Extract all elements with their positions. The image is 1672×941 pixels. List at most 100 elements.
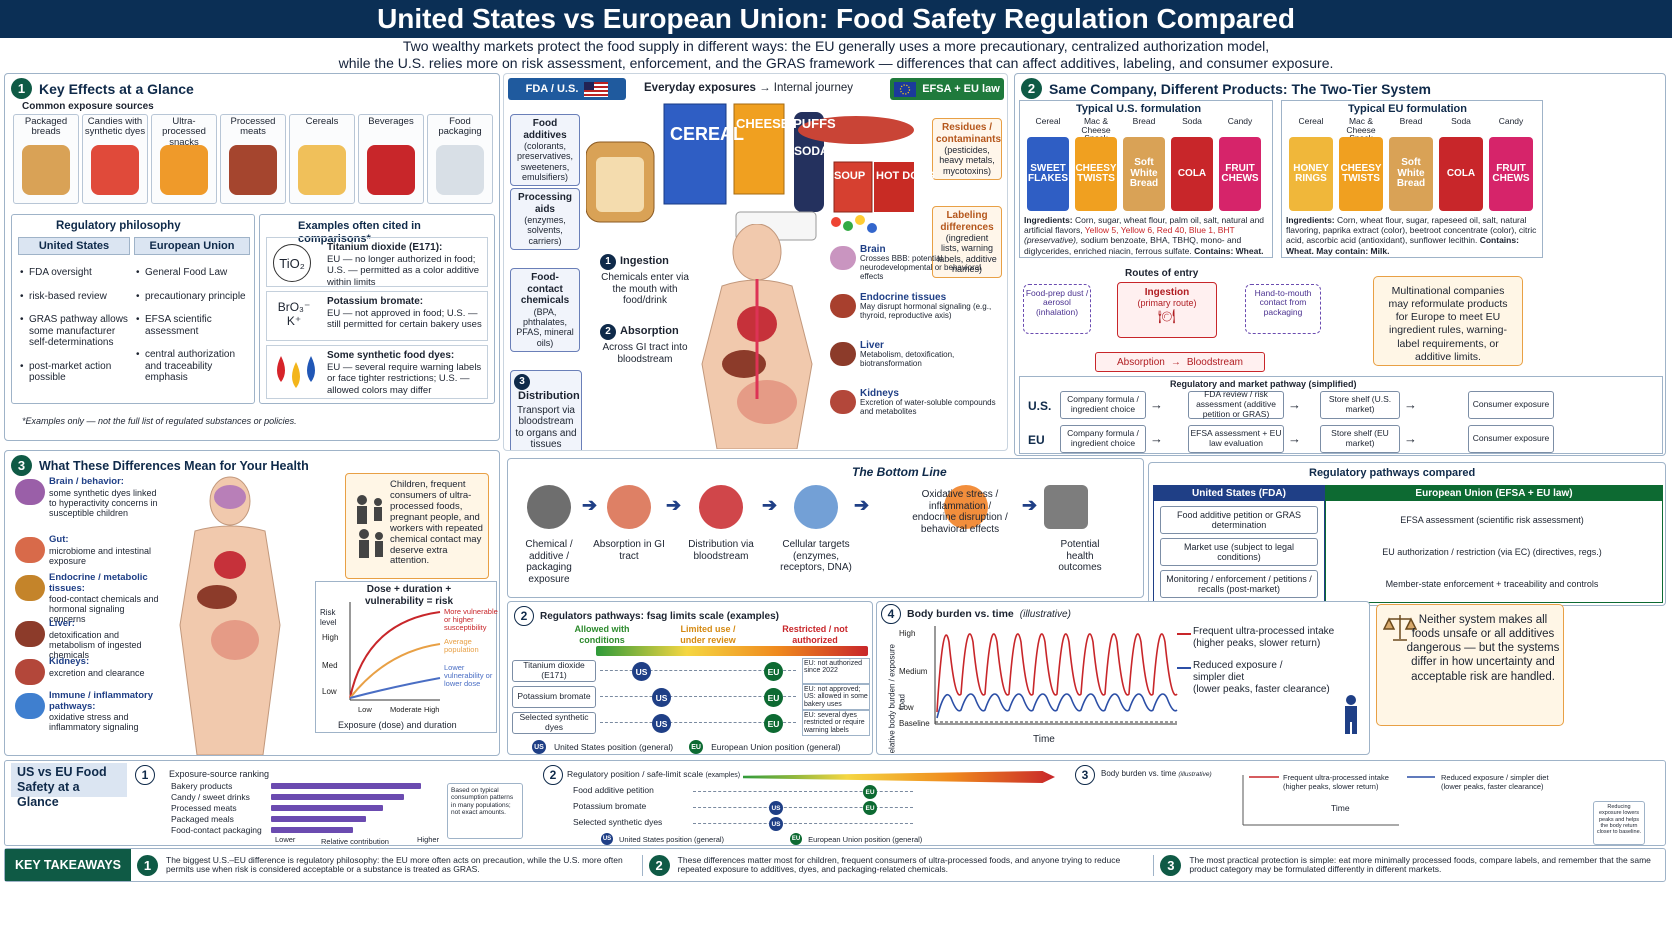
source-0-icon (22, 145, 70, 195)
glance-eu-badge: EU (863, 801, 877, 815)
glance-3-note: (illustrative) (1178, 771, 1212, 778)
fda-label: FDA / U.S. (508, 78, 626, 100)
step-body: Across GI tract into bloodstream (602, 342, 688, 365)
glance-blue-legend: Reduced exposure / simpler diet (lower p… (1441, 773, 1549, 791)
route-contact: Hand-to-mouth contact from packaging (1245, 284, 1321, 334)
eu-formulation-title: Typical EU formulation (1348, 103, 1467, 115)
glance-strip: US vs EU Food Safety at a Glance 1 Expos… (4, 760, 1666, 846)
legend-red-1: Frequent ultra-processed intake (1193, 626, 1335, 637)
source-label: Cereals (305, 116, 339, 127)
rank-bar (271, 783, 421, 789)
product-label: SOUP (834, 170, 866, 182)
product-label: CEREAL (670, 124, 745, 144)
pkg: FRUIT CHEWS (1219, 137, 1261, 211)
right-tag-body: (pesticides, heavy metals, mycotoxins) (939, 145, 995, 176)
pathway-step: Consumer exposure (1468, 391, 1554, 419)
bottom-line-2-icon (699, 485, 743, 529)
right-tag: Residues / contaminants(pesticides, heav… (932, 118, 1002, 181)
rank-item: Bakery products (171, 781, 233, 791)
pkg: CHEESY TWISTS (1075, 137, 1117, 211)
source-3-icon (229, 145, 277, 195)
glance-3-title-text: Body burden vs. time (1101, 769, 1177, 778)
pathway-item: Market use (subject to legal conditions) (1160, 538, 1318, 566)
source-label: Packaged breads (24, 116, 68, 138)
organ-body: Metabolism, detoxification, biotransform… (860, 350, 955, 368)
us-flag-icon (584, 81, 609, 97)
pathway-step: Store shelf (EU market) (1320, 425, 1400, 453)
effect-head: Kidneys: (49, 656, 90, 667)
journey-b: Internal journey (773, 82, 854, 94)
examples-title: Examples often cited in comparisons* (298, 220, 421, 246)
burden-title-note: (illustrative) (1019, 608, 1071, 620)
bottom-line-step: Distribution via bloodstream (688, 539, 754, 562)
glance-legend-us-badge: US (601, 833, 613, 845)
eu-philosophy-list: General Food Lawprecautionary principleE… (136, 267, 248, 396)
bottom-line-step: Potential health outcomes (1058, 539, 1102, 573)
effect-item: Kidneys:excretion and clearance (49, 656, 159, 678)
step-title: Ingestion (620, 255, 669, 268)
us-pathway-head: United States (FDA) (1154, 486, 1324, 501)
rank-bar (271, 805, 384, 811)
us-contains: Contains: Wheat. (1194, 245, 1264, 256)
pkg-category: Candy (1227, 116, 1253, 126)
scale-row-line (600, 670, 796, 671)
left-tag-head: Processing aids (518, 192, 572, 215)
rank-high: Higher (417, 835, 440, 844)
scales-icon (1383, 615, 1417, 641)
rank-item: Processed meats (171, 803, 237, 813)
example-tio2: TiO₂ Titanium dioxide (E171): EU — no lo… (266, 237, 488, 288)
rank-bar (271, 816, 367, 822)
organ-3-icon (830, 390, 856, 414)
examples-box: Examples often cited in comparisons* TiO… (259, 214, 495, 404)
glance-burden-mini (1242, 775, 1435, 826)
pathway-step: Company formula / ingredient choice (1060, 425, 1146, 453)
market-pathway-box: Regulatory and market pathway (simplifie… (1019, 376, 1663, 454)
pathway-item: Monitoring / enforcement / petitions / r… (1160, 570, 1318, 598)
source-label: Beverages (368, 116, 414, 127)
effect-item: Immune / inflammatory pathways:oxidative… (49, 690, 159, 732)
organ-0-icon (830, 246, 856, 270)
legend-eu: European Union position (general) (711, 742, 841, 752)
glance-legend-us: United States position (general) (619, 834, 725, 844)
legend-blue-1: Reduced exposure / (1193, 660, 1283, 671)
us-position-badge: US (652, 714, 671, 733)
burden-ytick: Medium (899, 667, 928, 676)
source-card: Packaged breads (13, 114, 79, 204)
left-tag-body: (BPA, phthalates, PFAS, mineral oils) (516, 306, 574, 348)
effect-head: Immune / inflammatory pathways: (49, 690, 153, 712)
right-tag-head: Labeling differences (940, 210, 994, 233)
efsa-label-text: EFSA + EU law (922, 83, 1000, 95)
page-title: United States vs European Union: Food Sa… (0, 0, 1672, 38)
bottom-line-arrow: ➔ (582, 495, 598, 515)
us-philosophy-list: FDA oversightrisk-based reviewGRAS pathw… (20, 267, 128, 396)
step-number: 1 (600, 254, 616, 270)
glance-row-line (693, 807, 913, 808)
route-ingestion-body: (primary route) (1137, 298, 1197, 308)
eu-philosophy-item: precautionary principle (136, 291, 248, 303)
rank-mid: Relative contribution (321, 837, 389, 846)
effect-body: microbiome and intestinal exposure (49, 545, 152, 566)
scale-row-note: EU: several dyes restricted or require w… (802, 710, 870, 736)
eu-contains: Contains: Wheat. May contain: Milk. (1286, 235, 1519, 256)
effect-1-icon (15, 537, 45, 563)
glance-row-line (693, 823, 913, 824)
bromate-body: EU — not approved in food; U.S. — still … (327, 308, 482, 331)
burden-legend-red: Frequent ultra-processed intake(higher p… (1193, 626, 1365, 650)
scale-gradient-bar (596, 646, 868, 656)
scale-limited: Limited use / under review (680, 624, 736, 645)
source-card: Ultra-processed snacks (151, 114, 217, 204)
legend-us-badge: US (532, 740, 546, 754)
dose-curve-text: Lower vulnerability or lower dose (444, 664, 493, 688)
glance-2-number: 2 (543, 765, 563, 785)
us-pathway-col: United States (FDA) Food additive petiti… (1153, 485, 1325, 603)
organ-2-icon (830, 342, 856, 366)
pkg-category: Bread (1132, 116, 1156, 126)
bottom-line-arrow: ➔ (854, 495, 870, 515)
